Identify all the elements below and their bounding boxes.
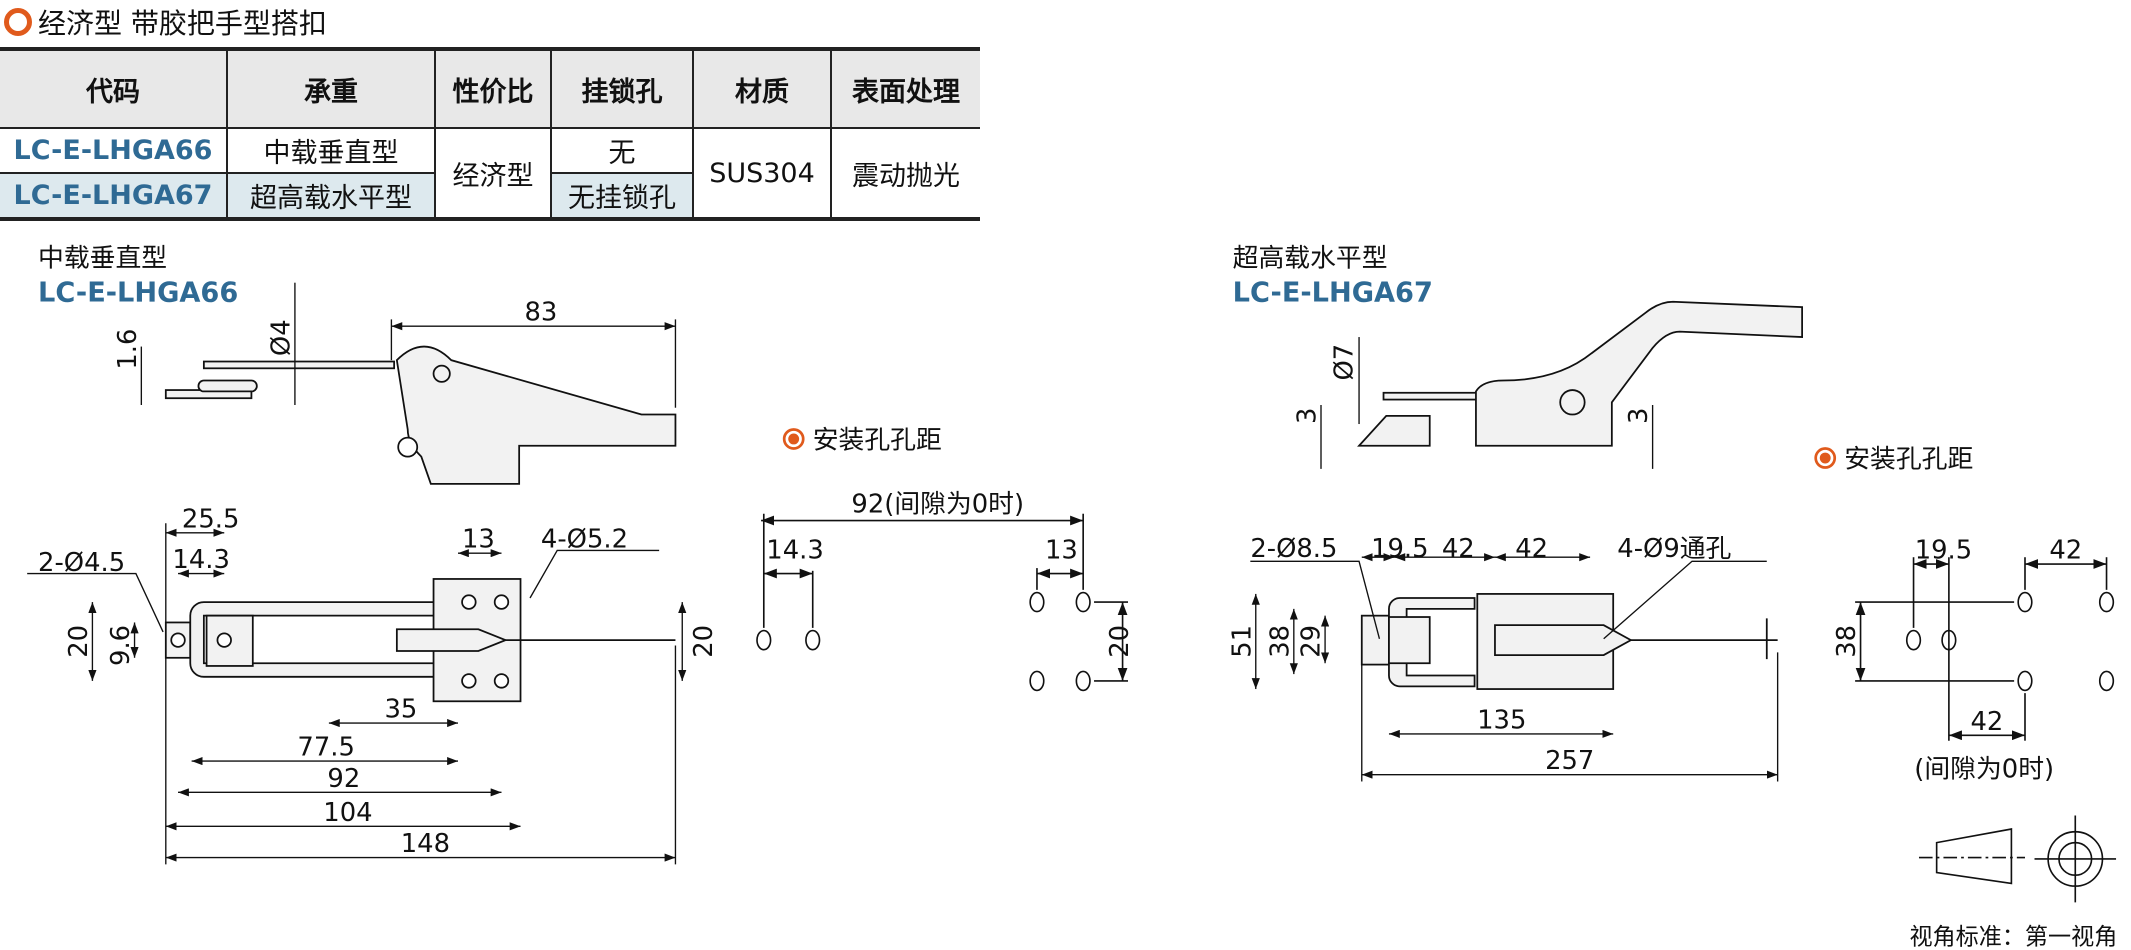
dim-35: 35 xyxy=(384,695,417,725)
th-surface: 表面处理 xyxy=(830,48,980,129)
dim-51: 51 xyxy=(1227,625,1257,658)
target-bullet-icon xyxy=(1814,447,1837,469)
mount-dim-92: 92(间隙为0时) xyxy=(851,489,1024,519)
target-bullet-icon xyxy=(782,428,805,450)
left-model-label: LC-E-LHGA66 xyxy=(38,278,238,309)
th-lock: 挂锁孔 xyxy=(550,48,694,129)
dim-148: 148 xyxy=(401,829,450,859)
right-model-label: LC-E-LHGA67 xyxy=(1233,278,1433,309)
dim-42-a: 42 xyxy=(1442,534,1475,564)
th-material: 材质 xyxy=(692,48,832,129)
right-side-view xyxy=(1357,300,1803,447)
dim-104: 104 xyxy=(323,798,372,828)
dim-3-right: 3 xyxy=(1624,408,1654,424)
mount-dim-42-bottom: 42 xyxy=(1971,707,2004,737)
mount-dim-14-3: 14.3 xyxy=(766,536,823,566)
th-code: 代码 xyxy=(0,48,228,129)
title-text: 经济型 带胶把手型搭扣 xyxy=(38,7,327,40)
mount-dim-20: 20 xyxy=(1105,625,1135,658)
left-plan-view xyxy=(164,578,676,703)
dim-20-right: 20 xyxy=(689,625,719,658)
left-mount-label: 安装孔孔距 xyxy=(813,425,942,455)
cell-lock: 无 xyxy=(550,127,694,174)
section-title: 经济型 带胶把手型搭扣 xyxy=(4,2,327,42)
cell-lock: 无挂锁孔 xyxy=(550,172,693,220)
table-header: 代码 承重 性价比 挂锁孔 材质 表面处理 xyxy=(0,48,980,129)
cell-surface: 震动抛光 xyxy=(830,127,980,220)
mount-note: (间隙为0时) xyxy=(1914,754,2054,784)
mount-dim-38: 38 xyxy=(1832,625,1862,658)
dim-83: 83 xyxy=(524,298,557,328)
right-type-label: 超高载水平型 xyxy=(1233,243,1388,273)
dim-257: 257 xyxy=(1545,746,1594,776)
dim-3-left: 3 xyxy=(1293,408,1323,424)
dim-1-6: 1.6 xyxy=(113,329,143,370)
dim-38: 38 xyxy=(1265,625,1295,658)
right-plan-view xyxy=(1360,593,1778,690)
dim-phi4: Ø4 xyxy=(266,319,296,356)
cell-code: LC-E-LHGA66 xyxy=(0,127,228,174)
mount-dim-42-top: 42 xyxy=(2049,536,2082,566)
table-row: LC-E-LHGA66 中载垂直型 经济型 无 SUS304 震动抛光 xyxy=(0,127,980,220)
dim-9-6: 9.6 xyxy=(106,625,136,666)
left-mount-holes xyxy=(756,513,1129,692)
view-standard-label: 视角标准：第一视角 xyxy=(1909,925,2117,950)
dim-4-phi5-2: 4-Ø5.2 xyxy=(541,525,628,555)
cell-material: SUS304 xyxy=(692,127,832,220)
th-value: 性价比 xyxy=(434,48,552,129)
dim-77-5: 77.5 xyxy=(297,733,354,763)
right-mount-holes xyxy=(1855,557,2115,741)
dim-20-left: 20 xyxy=(64,625,94,658)
dim-42-b: 42 xyxy=(1515,534,1548,564)
dim-13: 13 xyxy=(462,525,495,555)
dim-29: 29 xyxy=(1297,625,1327,658)
dim-4-phi9: 4-Ø9通孔 xyxy=(1617,534,1731,564)
dim-14-3: 14.3 xyxy=(172,545,229,575)
cell-load: 超高载水平型 xyxy=(226,172,436,220)
left-type-label: 中载垂直型 xyxy=(38,243,167,273)
first-angle-projection-icon xyxy=(1918,815,2117,903)
th-load: 承重 xyxy=(226,48,436,129)
cell-value: 经济型 xyxy=(434,127,552,220)
cell-code: LC-E-LHGA67 xyxy=(0,172,228,220)
mount-dim-19-5: 19.5 xyxy=(1915,536,1972,566)
cell-load: 中载垂直型 xyxy=(226,127,436,174)
left-side-view xyxy=(164,345,677,485)
dim-phi7: Ø7 xyxy=(1329,344,1359,381)
dim-135: 135 xyxy=(1477,705,1526,735)
mount-dim-13: 13 xyxy=(1045,536,1078,566)
dim-2-phi8-5: 2-Ø8.5 xyxy=(1250,534,1337,564)
dim-19-5: 19.5 xyxy=(1371,534,1428,564)
dim-92: 92 xyxy=(327,764,360,794)
ring-bullet-icon xyxy=(4,8,32,36)
spec-table: 代码 承重 性价比 挂锁孔 材质 表面处理 LC-E-LHGA66 中载垂直型 … xyxy=(0,47,980,221)
right-mount-label: 安装孔孔距 xyxy=(1844,445,1973,475)
table-row: LC-E-LHGA67 超高载水平型 无挂锁孔 xyxy=(0,172,980,220)
dim-25-5: 25.5 xyxy=(182,504,239,534)
dim-2-phi4-5: 2-Ø4.5 xyxy=(38,548,125,578)
